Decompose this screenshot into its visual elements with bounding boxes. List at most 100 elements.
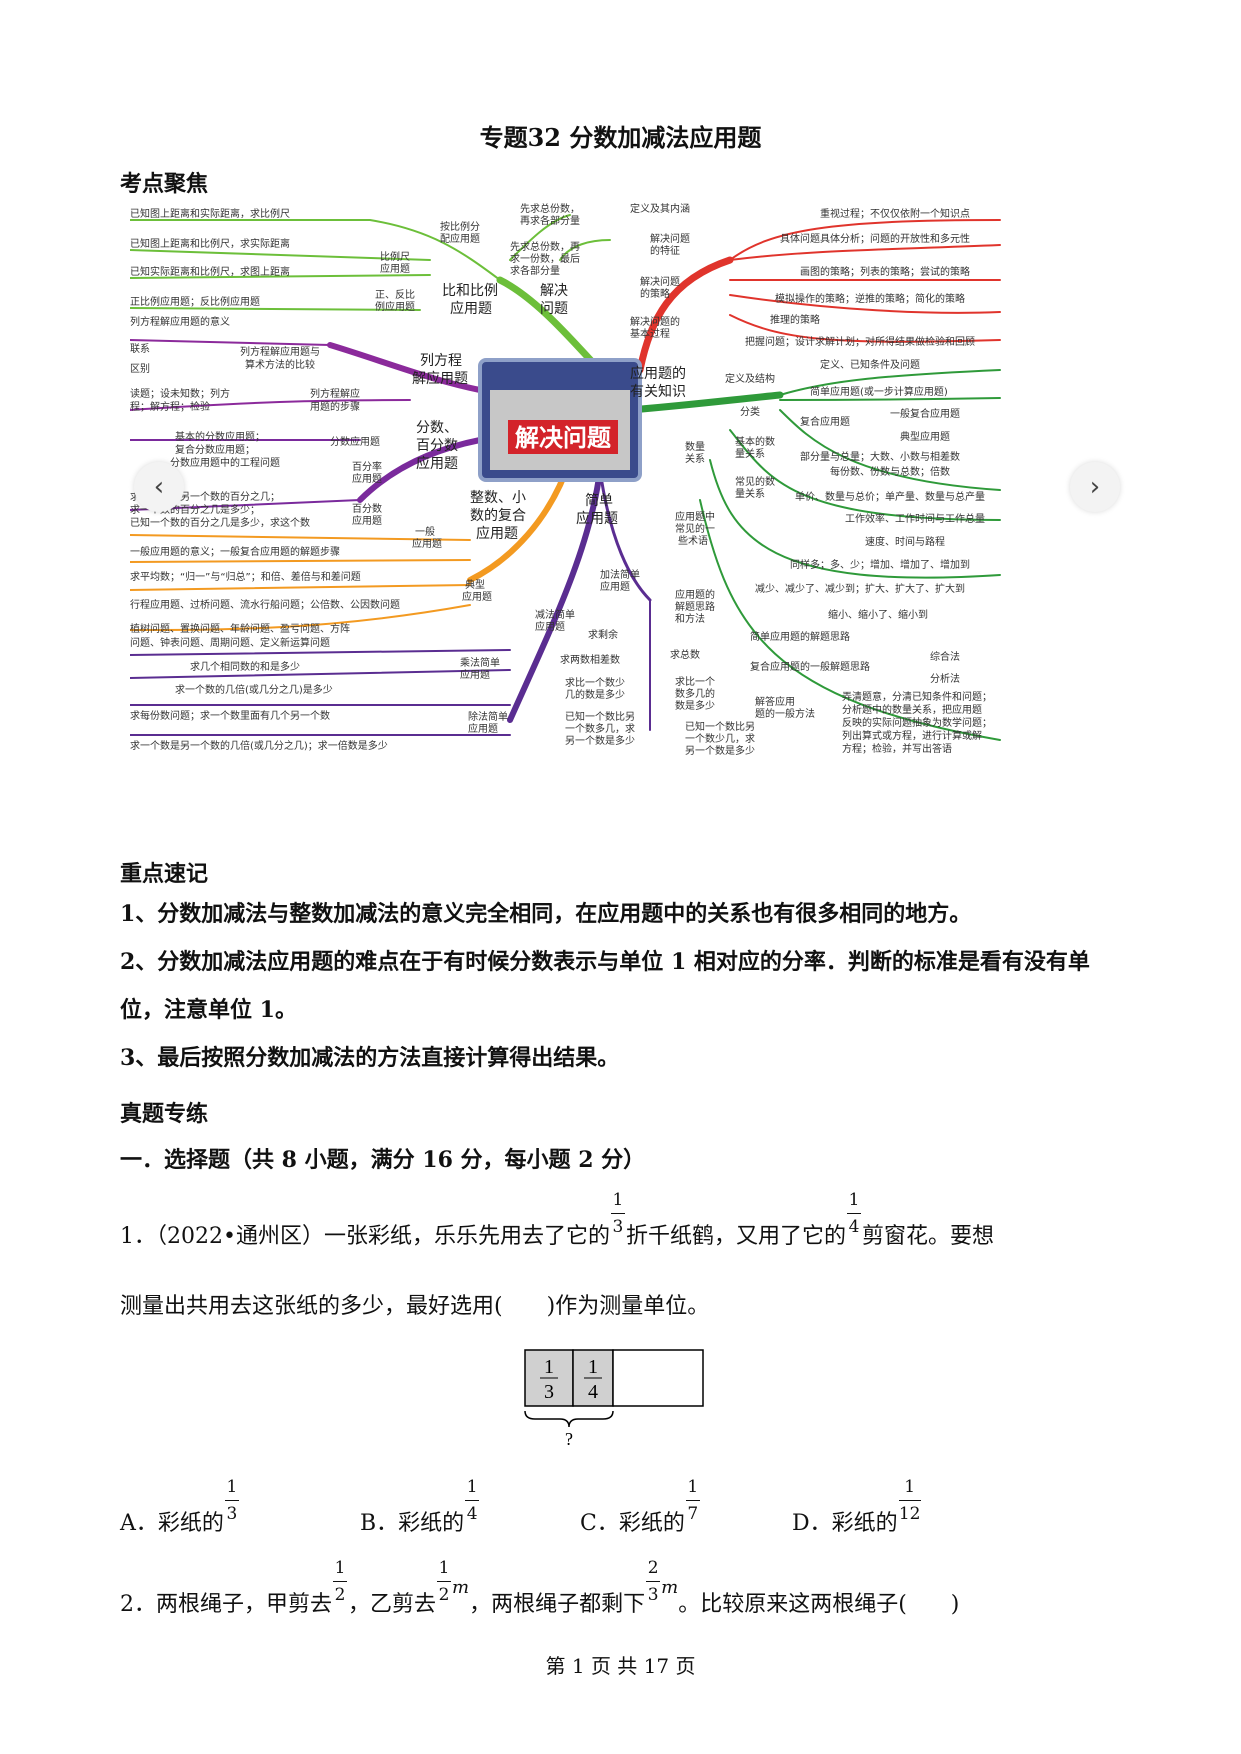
svg-text:典型应用题: 典型应用题 [900,430,950,443]
svg-text:单价、数量与总价；单产量、数量与总产量: 单价、数量与总价；单产量、数量与总产量 [795,490,985,503]
svg-text:已知一个数比另: 已知一个数比另 [565,710,635,723]
svg-text:应用题中: 应用题中 [675,510,715,523]
svg-text:应用题: 应用题 [352,472,382,485]
svg-text:求平均数；“归一”与“归总”；和倍、差倍与和差问题: 求平均数；“归一”与“归总”；和倍、差倍与和差问题 [130,570,361,583]
svg-text:应用题: 应用题 [462,590,492,603]
branch-line-simple [507,467,603,723]
key-point-2: 2、分数加减法应用题的难点在于有时候分数表示与单位 1 相对应的分率．判断的标准… [120,949,1090,1023]
q2-text-mid1: ，乙剪去 [348,1592,437,1617]
svg-text:求几个相同数的和是多少: 求几个相同数的和是多少 [190,660,300,673]
q2-text-prefix: 2．两根绳子，甲剪去 [120,1592,332,1617]
svg-text:列方程解应用题的意义: 列方程解应用题的意义 [130,315,230,328]
svg-text:应用题: 应用题 [600,580,630,593]
svg-text:求两数相差数: 求两数相差数 [560,653,620,666]
svg-text:求每份数问题；求一个数里面有几个另一个数: 求每份数问题；求一个数里面有几个另一个数 [130,709,330,722]
svg-text:求一个数的几倍(或几分之几)是多少: 求一个数的几倍(或几分之几)是多少 [175,683,333,696]
q1-text-prefix: 1．（2022•通州区）一张彩纸，乐乐先用去了它的 [120,1224,610,1249]
q1-figure-question: ? [565,1429,573,1449]
svg-text:分数应用题中的工程问题: 分数应用题中的工程问题 [170,456,280,469]
svg-text:先求总份数，: 先求总份数， [520,202,580,215]
svg-text:求比一个: 求比一个 [675,676,715,688]
q2-unit-2: m [661,1577,679,1598]
svg-text:百分数: 百分数 [352,502,382,515]
svg-text:程；解方程；检验: 程；解方程；检验 [130,400,210,413]
svg-text:画图的策略；列表的策略；尝试的策略: 画图的策略；列表的策略；尝试的策略 [800,265,970,278]
svg-text:已知图上距离和实际距离，求比例尺: 已知图上距离和实际距离，求比例尺 [130,207,290,220]
question-1-line-2: 测量出共用去这张纸的多少，最好选用( )作为测量单位。 [120,1288,709,1320]
svg-text:同样多；多、少；增加、增加了、增加到: 同样多；多、少；增加、增加了、增加到 [790,558,970,571]
svg-text:算术方法的比较: 算术方法的比较 [245,358,315,371]
svg-text:推理的策略: 推理的策略 [770,313,820,326]
page-title: 专题32 分数加减法应用题 [479,123,762,152]
svg-text:例应用题: 例应用题 [375,300,415,313]
svg-text:关系: 关系 [685,452,705,465]
svg-text:用题的步骤: 用题的步骤 [310,400,360,413]
svg-text:些术语: 些术语 [678,534,708,547]
svg-text:几的数是多少: 几的数是多少 [565,688,625,701]
q1-figure-cell1-n: 1 [544,1356,554,1378]
q2-answer-blank[interactable]: ( ) [898,1592,960,1617]
svg-text:方程；检验，并写出答语: 方程；检验，并写出答语 [842,742,952,755]
svg-text:典型: 典型 [465,578,485,591]
key-point-3: 3、最后按照分数加减法的方法直接计算得出结果。 [120,1045,620,1071]
svg-text:行程应用题、过桥问题、流水行船问题；公倍数、公因数问题: 行程应用题、过桥问题、流水行船问题；公倍数、公因数问题 [130,598,400,611]
svg-text:配应用题: 配应用题 [440,232,480,245]
branch-line-solve [636,256,734,374]
svg-text:缩小、缩小了、缩小到: 缩小、缩小了、缩小到 [828,608,928,621]
branch-label-equation: 列方程解应用题 [412,353,468,387]
next-icon[interactable]: › [1070,462,1120,512]
svg-text:正、反比: 正、反比 [375,289,415,301]
center-node-label: 解决问题 [515,424,611,452]
svg-text:分析法: 分析法 [930,672,960,685]
svg-text:区别: 区别 [130,363,150,375]
svg-text:定义、已知条件及问题: 定义、已知条件及问题 [820,358,920,371]
center-node: 解决问题 [478,358,642,482]
svg-text:一个数多几，求: 一个数多几，求 [565,722,635,735]
svg-text:分类: 分类 [740,405,760,418]
svg-text:简单应用题(或一步计算应用题): 简单应用题(或一步计算应用题) [810,385,948,398]
svg-text:一般应用题的意义；一般复合应用题的解题步骤: 一般应用题的意义；一般复合应用题的解题步骤 [130,545,340,558]
svg-text:基本的数: 基本的数 [735,435,775,448]
svg-text:量关系: 量关系 [735,447,765,460]
svg-text:应用题: 应用题 [352,514,382,527]
q1-answer-blank[interactable]: ( ) [494,1294,556,1319]
prev-icon[interactable]: ‹ [134,462,184,512]
svg-text:减法简单: 减法简单 [535,608,575,621]
svg-text:模拟操作的策略；逆推的策略；简化的策略: 模拟操作的策略；逆推的策略；简化的策略 [775,292,965,305]
q2-text-mid2: ，两根绳子都剩下 [469,1592,646,1617]
svg-text:列出算式或方程，进行计算或解: 列出算式或方程，进行计算或解 [842,729,982,742]
svg-text:数是多少: 数是多少 [675,699,715,712]
svg-text:求一份数，最后: 求一份数，最后 [510,252,580,265]
section-heading-memo: 重点速记 [120,861,209,887]
svg-text:一般: 一般 [415,525,435,538]
svg-text:列方程解应用题与: 列方程解应用题与 [240,345,320,358]
svg-text:具体问题具体分析；问题的开放性和多元性: 具体问题具体分析；问题的开放性和多元性 [780,232,970,245]
svg-text:反映的实际问题抽象为数学问题；: 反映的实际问题抽象为数学问题； [842,716,992,729]
svg-text:联系: 联系 [130,343,150,355]
svg-text:每份数、份数与总数；倍数: 每份数、份数与总数；倍数 [830,465,950,478]
svg-text:速度、时间与路程: 速度、时间与路程 [865,535,945,548]
svg-text:解决问题: 解决问题 [640,275,680,288]
svg-text:应用题: 应用题 [380,262,410,275]
svg-text:一般复合应用题: 一般复合应用题 [890,407,960,420]
svg-text:应用题: 应用题 [535,620,565,633]
svg-text:求各部分量: 求各部分量 [510,264,560,277]
svg-text:量关系: 量关系 [735,487,765,500]
svg-text:应用题的: 应用题的 [675,588,715,601]
svg-text:应用题: 应用题 [468,722,498,735]
svg-text:复合分数应用题；: 复合分数应用题； [175,443,255,456]
svg-text:列方程解应: 列方程解应 [310,387,360,400]
svg-text:分析题中的数量关系，把应用题: 分析题中的数量关系，把应用题 [842,703,982,716]
svg-text:把握问题；设计求解计划；对所得结果做检验和回顾: 把握问题；设计求解计划；对所得结果做检验和回顾 [745,335,975,348]
branch-label-knowledge: 应用题的有关知识 [630,365,686,400]
svg-text:解题思路: 解题思路 [675,600,715,613]
section-heading-focus: 考点聚焦 [120,171,209,197]
svg-text:另一个数是多少: 另一个数是多少 [685,744,755,757]
